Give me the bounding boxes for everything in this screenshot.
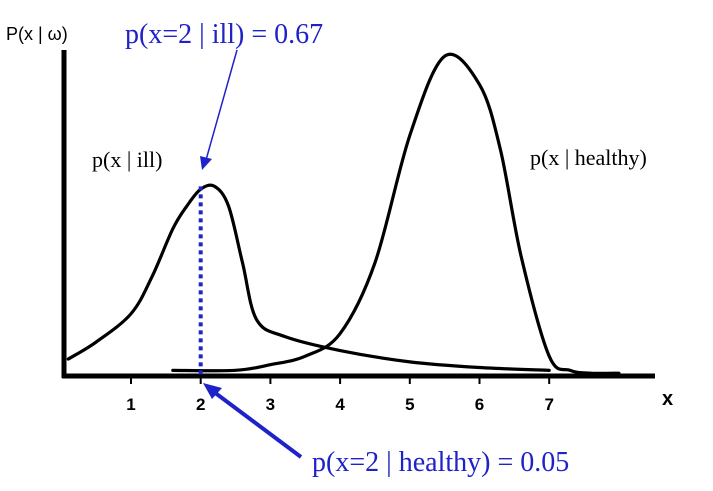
y-axis-label: P(x | ω) [6,24,68,44]
annotation-ill: p(x=2 | ill) = 0.67 [125,19,323,50]
annotation-healthy: p(x=2 | healthy) = 0.05 [312,447,569,478]
annotation-ill-arrow-line [205,49,238,161]
curve-healthy [171,52,621,375]
x-tick-label: 6 [475,395,484,414]
x-tick-label: 4 [335,395,345,414]
curve-ill [66,183,551,372]
x-ticks: 1 2 3 4 5 6 7 [126,376,554,414]
x-tick-label: 1 [126,395,135,414]
annotation-ill-arrowhead [200,156,212,170]
x-tick-label: 7 [544,395,553,414]
annotation-healthy-arrow-line [212,390,303,459]
x-tick-label: 3 [266,395,275,414]
annotation-healthy-arrowhead [203,383,222,399]
x-axis-label: x [662,388,673,410]
label-ill: p(x | ill) [92,147,162,172]
x-tick-label: 5 [405,395,414,414]
x-tick-label: 2 [196,395,205,414]
label-healthy: p(x | healthy) [530,145,647,170]
